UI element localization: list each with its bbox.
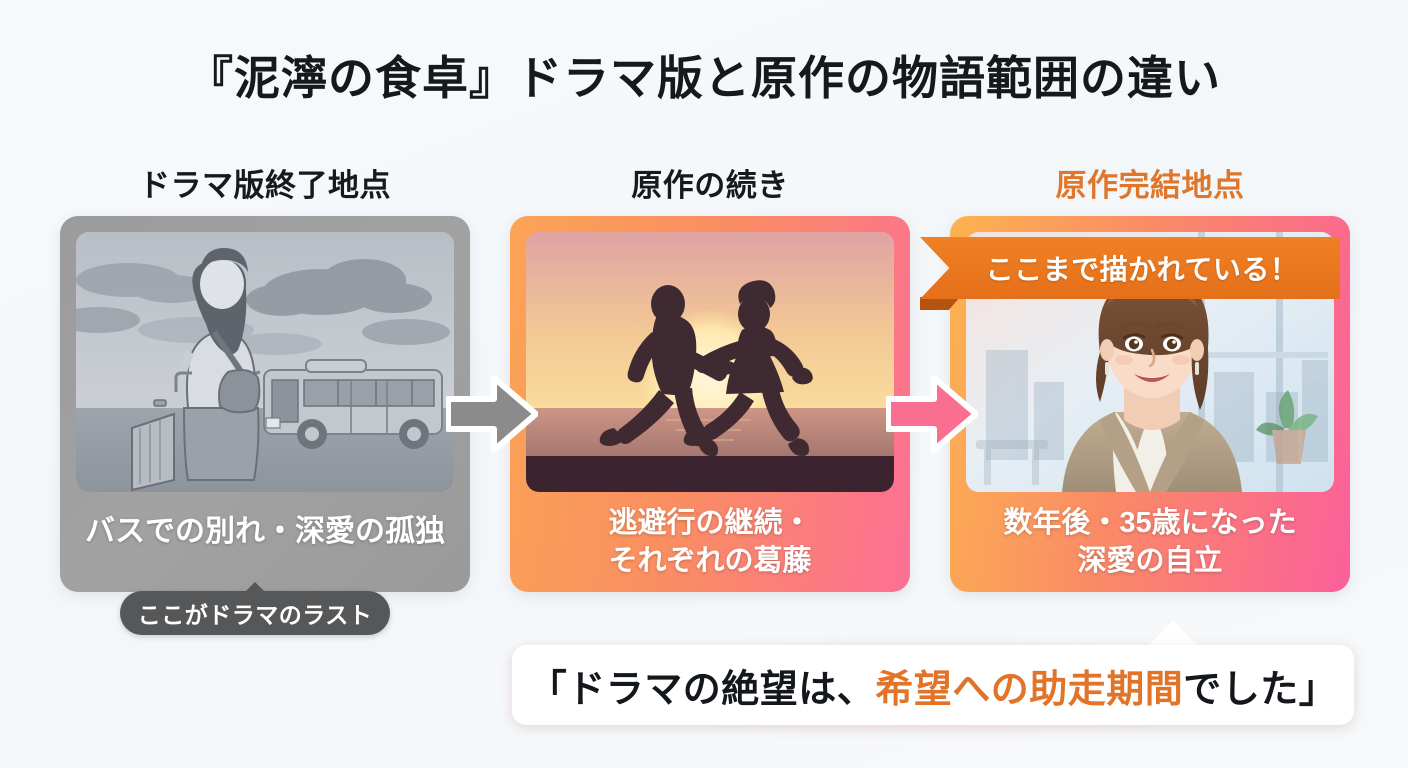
arrow-right-pink <box>886 372 978 456</box>
card-original-continues: 逃避行の継続・ それぞれの葛藤 <box>510 216 910 592</box>
illustration-woman-with-suitcase-and-bus <box>76 232 454 492</box>
ribbon-here-is-depicted: ここまで描かれている！ <box>920 237 1340 310</box>
ribbon-label: ここまで描かれている！ <box>985 254 1299 285</box>
column-header-original-finale: 原作完結地点 <box>1055 168 1245 203</box>
quote-suffix: でした」 <box>1183 668 1338 711</box>
column-header-drama-end: ドラマ版終了地点 <box>139 168 391 203</box>
quote-highlight: 希望への助走期間 <box>875 668 1184 711</box>
page-title: 『泥濘の食卓』ドラマ版と原作の物語範囲の違い <box>187 52 1221 104</box>
illustration-running-couple-sunset <box>526 232 894 492</box>
ribbon-fold <box>920 297 960 310</box>
quote-text: 「ドラマの絶望は、希望への助走期間でした」 <box>529 658 1338 713</box>
badge-drama-last: ここがドラマのラスト <box>120 582 390 635</box>
quote-prefix: 「ドラマの絶望は、 <box>528 668 876 711</box>
column-header-original-continues: 原作の続き <box>631 168 789 203</box>
quote-pointer-icon <box>1146 620 1200 648</box>
ribbon-body: ここまで描かれている！ <box>920 237 1340 299</box>
card-drama-end: バスでの別れ・深愛の孤独 <box>60 216 470 592</box>
card-caption-original-finale: 数年後・35歳になった 深愛の自立 <box>1003 507 1297 578</box>
arrow-right-gray <box>446 372 538 456</box>
card-caption-original-continues: 逃避行の継続・ それぞれの葛藤 <box>608 507 812 578</box>
quote-box: 「ドラマの絶望は、希望への助走期間でした」 <box>512 645 1354 725</box>
card-caption-drama-end: バスでの別れ・深愛の孤独 <box>85 515 445 548</box>
